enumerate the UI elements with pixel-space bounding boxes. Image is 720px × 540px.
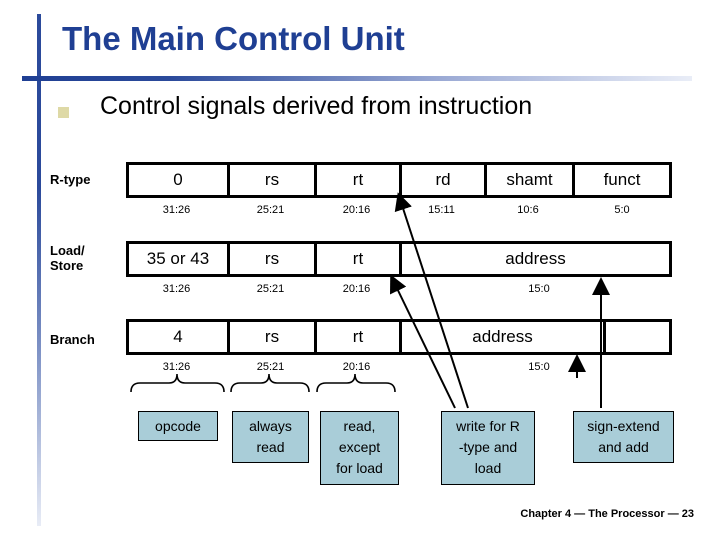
annotation-line: write for R: [456, 418, 520, 434]
instruction-format-load-store: 35 or 43 rs rt address: [126, 241, 672, 277]
brace-rt: [316, 373, 396, 393]
title-underline-rule: [22, 76, 692, 81]
field-rs: rs: [227, 165, 314, 195]
annotation-line: read: [256, 439, 285, 455]
field-opcode: 4: [173, 327, 183, 346]
annotation-line: read,: [343, 418, 376, 434]
instruction-format-r-type: 0 rs rt rd shamt funct: [126, 162, 672, 198]
field-trailing: [603, 322, 669, 352]
bitrange-r-1: 25:21: [256, 204, 285, 216]
field-opcode: 35 or 43: [146, 249, 210, 268]
format-label-load-store-line1: Load/: [50, 243, 85, 258]
bitrange-r-4: 10:6: [517, 204, 539, 216]
field-rt: rt: [314, 165, 399, 195]
field-rt: rt: [314, 244, 399, 274]
annotation-line: except: [338, 439, 381, 455]
bullet-row: Control signals derived from instruction: [58, 92, 698, 132]
annotation-line: and add: [598, 439, 649, 455]
field-funct: funct: [572, 165, 669, 195]
annotation-line: for load: [336, 460, 383, 476]
annotation-line: sign-extend: [587, 418, 660, 434]
field-opcode: 0: [173, 170, 183, 189]
field-rd: rd: [399, 165, 484, 195]
annotation-line: -type and: [458, 439, 518, 455]
annotation-box-always-read: always read: [232, 411, 309, 463]
bitrange-ls-1: 25:21: [256, 283, 285, 295]
annotation-box-opcode: opcode: [138, 411, 218, 441]
brace-opcode: [130, 373, 225, 393]
format-label-load-store: Load/ Store: [50, 243, 85, 273]
bitrange-br-3: 15:0: [528, 361, 550, 373]
annotation-line: opcode: [155, 418, 201, 434]
bullet-text: Control signals derived from instruction: [100, 92, 533, 120]
slide-footer: Chapter 4 — The Processor — 23: [520, 508, 694, 520]
bitrange-r-3: 15:11: [428, 204, 455, 216]
brace-rs: [230, 373, 310, 393]
bitrange-br-1: 25:21: [256, 361, 285, 373]
annotation-box-write-for-r-type-and-load: write for R -type and load: [441, 411, 535, 485]
bitrange-r-5: 5:0: [614, 204, 630, 216]
field-address: address: [399, 244, 669, 274]
left-accent-rule: [37, 14, 41, 526]
bitrange-ls-3: 15:0: [528, 283, 550, 295]
bitrange-br-2: 20:16: [342, 361, 371, 373]
bitrange-r-0: 31:26: [162, 204, 191, 216]
instruction-format-branch: 4 rs rt address: [126, 319, 672, 355]
arrow-to-rd: [394, 192, 469, 409]
field-rs: rs: [227, 244, 314, 274]
field-address: address: [399, 322, 603, 352]
format-label-branch: Branch: [50, 332, 95, 347]
annotation-line: always: [249, 418, 292, 434]
field-shamt: shamt: [484, 165, 572, 195]
bullet-square-icon: [58, 107, 69, 118]
bitrange-ls-2: 20:16: [342, 283, 371, 295]
page-title: The Main Control Unit: [62, 20, 405, 57]
annotation-box-sign-extend-and-add: sign-extend and add: [573, 411, 674, 463]
bitrange-r-2: 20:16: [342, 204, 371, 216]
format-label-r-type: R-type: [50, 172, 91, 187]
annotation-box-read-except-for-load: read, except for load: [320, 411, 399, 485]
bitrange-ls-0: 31:26: [162, 283, 191, 295]
field-rs: rs: [227, 322, 314, 352]
bitrange-br-0: 31:26: [162, 361, 191, 373]
format-label-load-store-line2: Store: [50, 258, 84, 273]
annotation-line: load: [474, 460, 502, 476]
field-rt: rt: [314, 322, 399, 352]
